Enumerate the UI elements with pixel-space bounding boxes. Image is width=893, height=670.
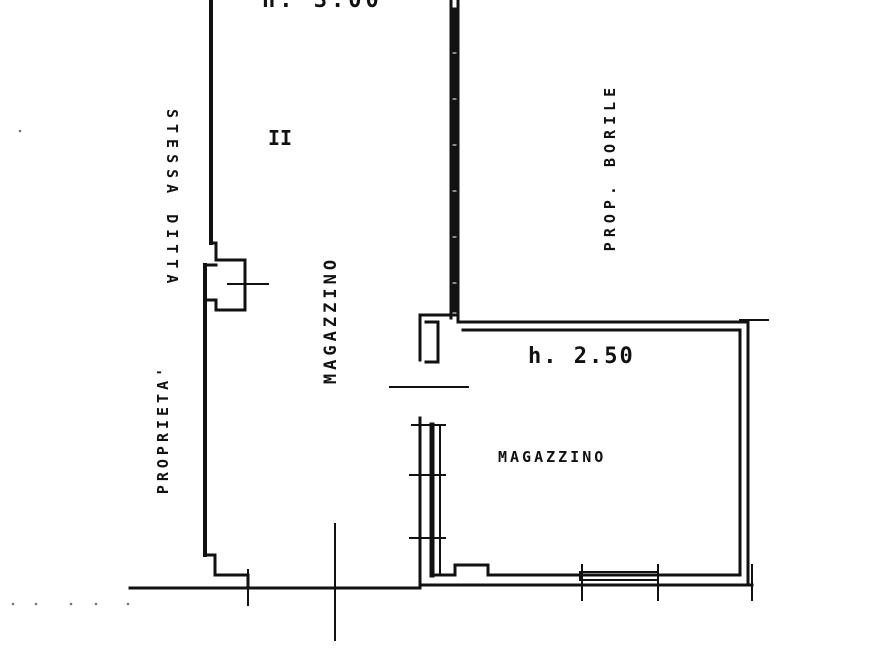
- dotted-marks: [11, 129, 130, 606]
- roman-numeral: II: [268, 126, 293, 150]
- owner-label-left-1: PROPRIETA': [154, 363, 172, 495]
- owner-label-left-2: STESSA DITTA: [163, 109, 181, 290]
- room-label-upper: MAGAZZINO: [321, 255, 341, 385]
- wall-lines: [128, 0, 769, 641]
- height-label-upper: h. 3.00: [262, 0, 383, 13]
- room-label-lower: MAGAZZINO: [498, 448, 607, 466]
- height-label-lower: h. 2.50: [528, 344, 635, 369]
- owner-label-right: PROP. BORILE: [601, 82, 619, 252]
